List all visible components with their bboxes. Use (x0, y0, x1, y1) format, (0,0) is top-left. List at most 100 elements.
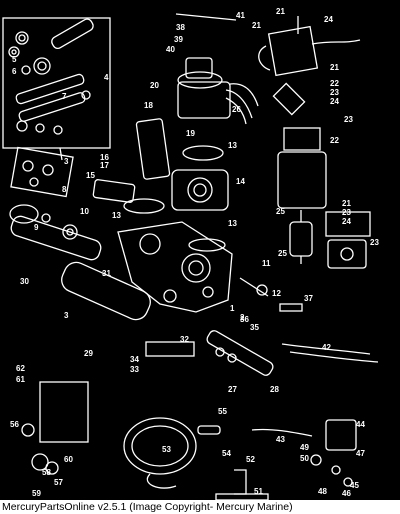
callout-37: 37 (304, 294, 313, 303)
callout-47: 47 (356, 449, 365, 458)
callout-20: 20 (150, 81, 159, 90)
reservoir-20 (177, 57, 259, 125)
callout-8: 8 (62, 185, 67, 194)
callout-25b: 25 (278, 249, 287, 258)
callout-38: 38 (176, 23, 185, 32)
part-18 (135, 118, 171, 180)
callout-17: 17 (100, 161, 109, 170)
fittings-9-10 (9, 204, 78, 240)
callout-33: 33 (130, 365, 139, 374)
valve-27 (206, 330, 274, 376)
callout-13a: 13 (228, 141, 237, 150)
callout-9: 9 (34, 223, 39, 232)
block-32 (145, 341, 195, 357)
valve-block-14 (171, 169, 229, 211)
callout-58: 58 (42, 468, 51, 477)
callout-41: 41 (236, 11, 245, 20)
callout-23d: 23 (370, 238, 379, 247)
plug-55 (197, 425, 221, 435)
seal-kit-parts (8, 18, 94, 135)
callout-35: 35 (250, 323, 259, 332)
callout-1: 1 (230, 304, 235, 313)
callout-50: 50 (300, 454, 309, 463)
motor-top-21 (258, 16, 361, 77)
callout-15: 15 (86, 171, 95, 180)
callout-53: 53 (162, 445, 171, 454)
callout-23b: 23 (344, 115, 353, 124)
callout-55: 55 (218, 407, 227, 416)
copyright-caption: MercuryPartsOnline v2.5.1 (Image Copyrig… (2, 501, 293, 513)
callout-32: 32 (180, 335, 189, 344)
callout-52: 52 (246, 455, 255, 464)
end-plate-15 (10, 146, 74, 198)
callout-36: 36 (240, 315, 249, 324)
callout-3: 3 (64, 157, 69, 166)
callout-59: 59 (32, 489, 41, 498)
callout-19: 19 (186, 129, 195, 138)
callout-60: 60 (64, 455, 73, 464)
callout-40: 40 (166, 45, 175, 54)
seal-19 (182, 145, 224, 161)
callout-46: 46 (342, 489, 351, 498)
pump-body (117, 221, 233, 313)
callout-12: 12 (272, 289, 281, 298)
bolt-11-12 (239, 277, 269, 297)
callout-26: 26 (232, 105, 241, 114)
harness-42 (281, 343, 379, 363)
seal-13-a (123, 198, 165, 214)
exploded-parts-diagram: 1 2 3 3 4 5 6 7 8 9 10 11 12 13 13 13 14… (0, 0, 400, 500)
callout-31: 31 (102, 269, 111, 278)
callout-45: 45 (350, 481, 359, 490)
callout-labels: 1 2 3 3 4 5 6 7 8 9 10 11 12 13 13 13 14… (10, 7, 379, 498)
plate-16-17 (92, 179, 136, 203)
callout-29: 29 (84, 349, 93, 358)
callout-24c: 24 (342, 217, 351, 226)
callout-4: 4 (104, 73, 109, 82)
callout-11: 11 (262, 259, 271, 268)
base-51 (215, 493, 269, 500)
gasket-22 (272, 82, 306, 116)
cylinder-3 (61, 261, 151, 321)
callout-7: 7 (62, 92, 67, 101)
callout-30: 30 (20, 277, 29, 286)
callout-21c: 21 (330, 63, 339, 72)
callout-23a: 23 (330, 88, 339, 97)
callout-10: 10 (80, 207, 89, 216)
callout-25a: 25 (276, 207, 285, 216)
callout-57: 57 (54, 478, 63, 487)
rod-41 (175, 13, 237, 21)
bracket-56-60 (21, 381, 89, 475)
pipe-31 (10, 215, 102, 261)
switch-44-47 (310, 419, 357, 487)
harness-43 (251, 428, 313, 437)
seal-13-b (188, 238, 226, 252)
callout-13c: 13 (228, 219, 237, 228)
callout-56: 56 (10, 420, 19, 429)
callout-48: 48 (318, 487, 327, 496)
motor-21-23 (277, 127, 327, 209)
callout-5: 5 (12, 55, 17, 64)
callout-22b: 22 (330, 136, 339, 145)
callout-21a: 21 (252, 21, 261, 30)
callout-24a: 24 (324, 15, 333, 24)
callout-61: 61 (16, 375, 25, 384)
callout-13b: 13 (112, 211, 121, 220)
callout-18: 18 (144, 101, 153, 110)
callout-3b: 3 (64, 311, 69, 320)
callout-6: 6 (12, 67, 17, 76)
parts-linework (2, 13, 379, 500)
callout-27: 27 (228, 385, 237, 394)
callout-14: 14 (236, 177, 245, 186)
inset-leader (59, 147, 63, 161)
end-cap-23 (327, 239, 367, 269)
callout-43: 43 (276, 435, 285, 444)
cable-53-54 (123, 417, 197, 489)
gasket-21 (325, 211, 371, 237)
callout-16: 16 (100, 153, 109, 162)
callout-34: 34 (130, 355, 139, 364)
callout-51: 51 (254, 487, 263, 496)
callout-21d: 21 (342, 199, 351, 208)
callout-24b: 24 (330, 97, 339, 106)
callout-22a: 22 (330, 79, 339, 88)
